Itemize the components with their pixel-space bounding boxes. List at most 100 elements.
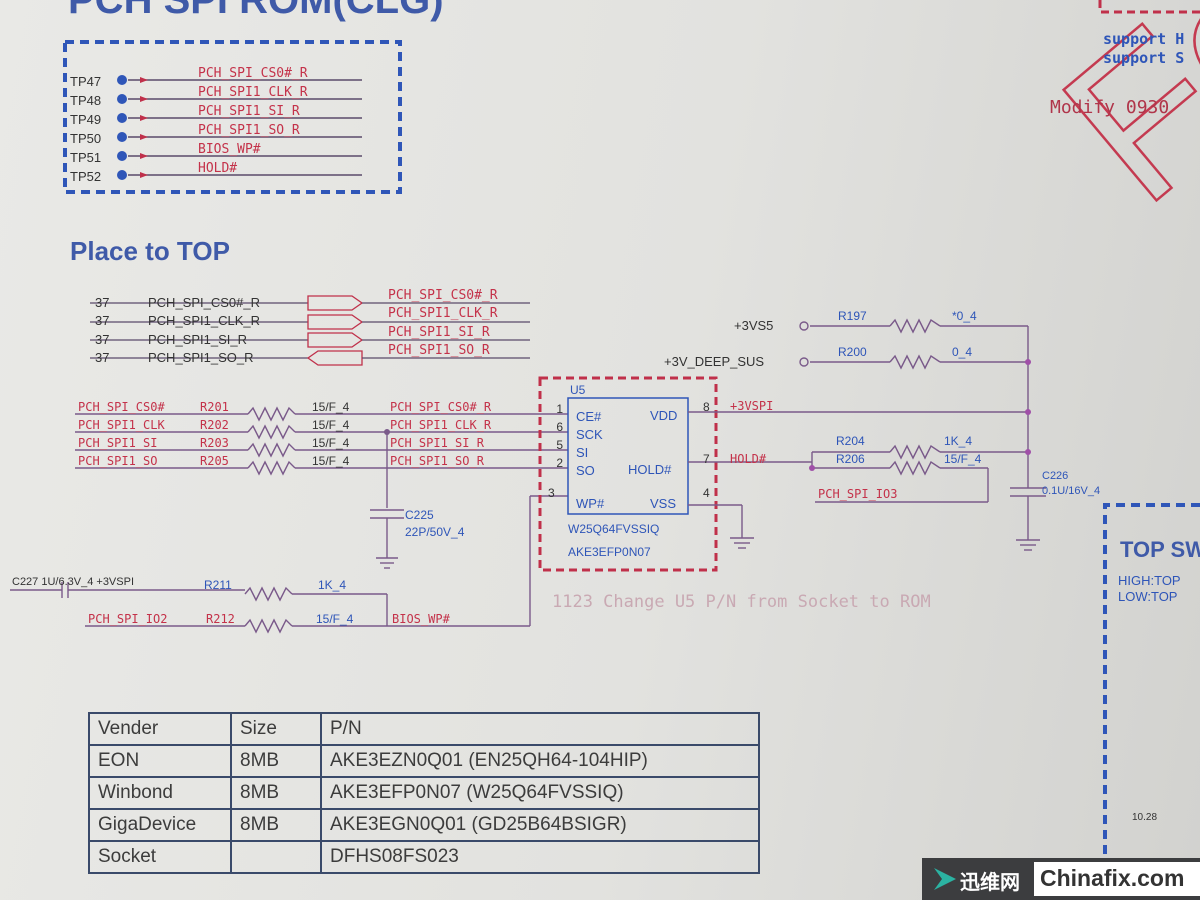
right-box-line2: LOW:TOP bbox=[1118, 589, 1178, 604]
u5-frame bbox=[538, 376, 718, 572]
table-cell: EON bbox=[88, 744, 232, 778]
rail-3vs5: +3VS5 bbox=[734, 318, 774, 333]
right-frame bbox=[1103, 503, 1200, 900]
rail-3v-deep-sus: +3V_DEEP_SUS bbox=[664, 354, 765, 369]
u5-pin7-num: 7 bbox=[703, 452, 710, 466]
table-header: P/N bbox=[320, 712, 760, 746]
change-note: 1123 Change U5 P/N from Socket to ROM bbox=[552, 592, 931, 612]
table-cell: Winbond bbox=[88, 776, 232, 810]
table-row: Socket DFHS08FS023 bbox=[88, 840, 760, 874]
tp-net: BIOS_WP# bbox=[198, 142, 261, 157]
modify-note: Modify 0930 bbox=[1050, 97, 1170, 118]
r197-val: *0_4 bbox=[952, 309, 977, 323]
testpoint-labels: TP47 TP48 TP49 TP50 TP51 TP52 bbox=[70, 72, 101, 186]
c225-val: 22P/50V_4 bbox=[405, 525, 465, 539]
testpoint-dots bbox=[117, 75, 127, 180]
testpoint-nets: PCH_SPI_CS0#_R PCH_SPI1_CLK_R PCH_SPI1_S… bbox=[198, 64, 308, 178]
c226-ref: C226 bbox=[1042, 470, 1069, 482]
table-cell: AKE3EZN0Q01 (EN25QH64-104HIP) bbox=[320, 744, 760, 778]
c226-val: 0.1U/16V_4 bbox=[1042, 485, 1101, 497]
r212-val: 15/F_4 bbox=[316, 612, 354, 626]
tp-label: TP50 bbox=[70, 131, 102, 146]
testpoint-lines bbox=[128, 79, 362, 176]
table-cell: AKE3EFP0N07 (W25Q64FVSSIQ) bbox=[320, 776, 760, 810]
table-cell: GigaDevice bbox=[88, 808, 232, 842]
right-box-footnote: 10.28 bbox=[1132, 812, 1158, 823]
table-cell bbox=[230, 840, 322, 874]
r206-val: 15/F_4 bbox=[944, 452, 982, 466]
table-row: Winbond 8MB AKE3EFP0N07 (W25Q64FVSSIQ) bbox=[88, 776, 760, 810]
rail-3vspi: +3VSPI bbox=[730, 399, 774, 413]
place-label: Place to TOP bbox=[70, 236, 230, 266]
u5-wp-pin: WP# bbox=[576, 496, 605, 511]
watermark: 迅维网 Chinafix.com bbox=[922, 858, 1200, 900]
right-box-line1: HIGH:TOP bbox=[1118, 573, 1181, 588]
c225-ref: C225 bbox=[405, 508, 434, 522]
hold-net: HOLD# bbox=[730, 452, 767, 466]
tp-label: TP52 bbox=[70, 169, 102, 184]
r211-ref: R211 bbox=[204, 578, 232, 592]
tp-net: HOLD# bbox=[198, 161, 238, 176]
c227-line: C227 1U/6.3V_4 +3VSPI bbox=[12, 576, 134, 588]
table-row: EON 8MB AKE3EZN0Q01 (EN25QH64-104HIP) bbox=[88, 744, 760, 778]
table-cell: 8MB bbox=[230, 744, 322, 778]
r206-ref: R206 bbox=[836, 452, 865, 466]
table-cell: 8MB bbox=[230, 808, 322, 842]
r200-ref: R200 bbox=[838, 345, 867, 359]
table-cell: 8MB bbox=[230, 776, 322, 810]
bios-wp-net: BIOS_WP# bbox=[392, 612, 450, 626]
tp-net: PCH_SPI1_CLK_R bbox=[198, 85, 308, 100]
tp-label: TP51 bbox=[70, 150, 102, 165]
tp-label: TP48 bbox=[70, 93, 102, 108]
watermark-en: Chinafix.com bbox=[1040, 865, 1185, 891]
table-header-row: Vender Size P/N bbox=[88, 712, 760, 746]
table-cell: AKE3EGN0Q01 (GD25B64BSIGR) bbox=[320, 808, 760, 842]
table-row: GigaDevice 8MB AKE3EGN0Q01 (GD25B64BSIGR… bbox=[88, 808, 760, 842]
u5-body bbox=[567, 397, 689, 515]
r197-ref: R197 bbox=[838, 309, 867, 323]
r204-ref: R204 bbox=[836, 434, 865, 448]
tp-label: TP47 bbox=[70, 74, 102, 89]
offpage-connectors bbox=[90, 295, 530, 366]
tp-net: PCH_SPI1_SO_R bbox=[198, 123, 300, 138]
series-resistor-lines bbox=[75, 406, 568, 626]
u5-part: W25Q64FVSSIQ bbox=[568, 522, 660, 536]
u5-pn: AKE3EFP0N07 bbox=[568, 545, 651, 559]
bom-table: Vender Size P/N EON 8MB AKE3EZN0Q01 (EN2… bbox=[88, 712, 760, 874]
table-header: Size bbox=[230, 712, 322, 746]
u5-ref: U5 bbox=[570, 383, 586, 397]
table-cell: DFHS08FS023 bbox=[320, 840, 760, 874]
testpoint-arrows bbox=[140, 77, 148, 178]
bottom-left-lines bbox=[10, 582, 530, 634]
r200-val: 0_4 bbox=[952, 345, 973, 359]
u5-pin8-num: 8 bbox=[703, 400, 710, 414]
r204-val: 1K_4 bbox=[944, 434, 973, 448]
right-box-title: TOP SW bbox=[1120, 537, 1200, 562]
tp-net: PCH_SPI1_SI_R bbox=[198, 104, 300, 119]
support-note-2: support S bbox=[1103, 49, 1185, 67]
u5-pin4-num: 4 bbox=[703, 486, 710, 500]
table-cell: Socket bbox=[88, 840, 232, 874]
io3-net: PCH_SPI_IO3 bbox=[818, 487, 898, 501]
u5-vdd-pin: VDD bbox=[650, 408, 678, 423]
watermark-cn: 迅维网 bbox=[960, 870, 1020, 894]
watermark-logo-icon bbox=[934, 868, 956, 890]
u5-hold-pin: HOLD# bbox=[628, 462, 672, 477]
tp-net: PCH_SPI_CS0#_R bbox=[198, 66, 308, 81]
page-title: PCH SPI ROM(CLG) bbox=[68, 0, 444, 22]
r212-ref: R212 bbox=[206, 612, 235, 626]
support-note-1: support H bbox=[1103, 30, 1185, 48]
u5-pin3-num: 3 bbox=[548, 486, 555, 500]
r211-val: 1K_4 bbox=[318, 578, 347, 592]
r212-in-net: PCH_SPI_IO2 bbox=[88, 612, 168, 626]
